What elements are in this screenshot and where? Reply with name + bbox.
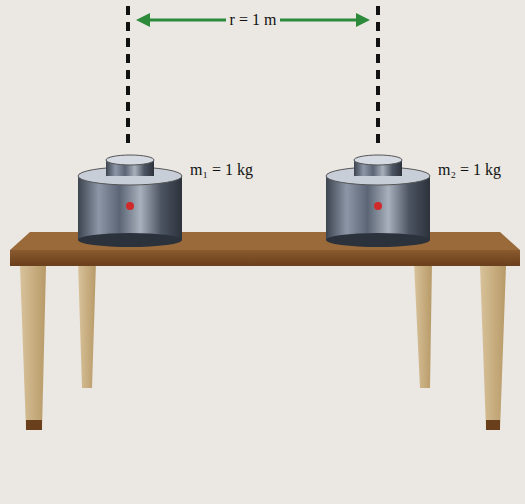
table-leg: [480, 266, 506, 430]
mass-label: m₂ = 1 kg: [438, 160, 501, 180]
mass-cylinder: [326, 155, 430, 247]
table-leg: [20, 266, 46, 430]
table-edge: [10, 250, 520, 266]
table-leg: [78, 262, 96, 388]
distance-label: r = 1 m: [226, 10, 281, 30]
mass-label: m₁ = 1 kg: [190, 160, 253, 180]
dashed-line: [376, 6, 380, 150]
dashed-line: [126, 6, 130, 150]
table-leg: [414, 262, 432, 388]
mass-cylinder: [78, 155, 182, 247]
